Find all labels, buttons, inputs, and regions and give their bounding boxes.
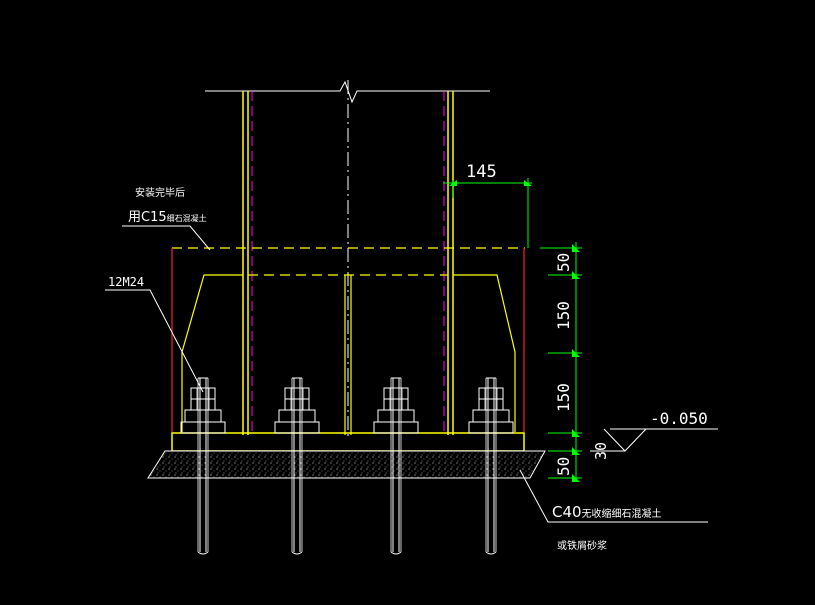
bolt-spec-leader xyxy=(105,289,204,393)
base-note-leader xyxy=(519,469,708,523)
stiffener-right xyxy=(453,274,516,432)
grout-note-line1: 安装完毕后 xyxy=(135,186,185,199)
column-web xyxy=(344,275,352,435)
grout-note-line2: 用C15细石混凝土 xyxy=(128,210,207,225)
elevation-marker xyxy=(590,428,718,452)
vertical-dimension-chain xyxy=(540,242,582,482)
dim-50-top: 50 xyxy=(554,253,573,272)
anchor-bolt xyxy=(468,377,514,555)
elevation-value: -0.050 xyxy=(650,409,708,428)
anchor-bolt xyxy=(274,377,320,555)
dim-50-bottom: 50 xyxy=(554,457,573,476)
column-flanges xyxy=(242,91,454,435)
base-note-secondary: 或铁屑砂浆 xyxy=(557,539,607,552)
concrete-foundation xyxy=(147,450,546,479)
anchor-bolt xyxy=(180,377,226,555)
anchor-bolt xyxy=(373,377,419,555)
hidden-lines xyxy=(251,91,445,435)
top-dimension xyxy=(443,178,532,248)
grout-note-leader xyxy=(122,225,211,251)
base-note-main: C40无收缩细石混凝土 xyxy=(552,503,662,521)
anchor-bolts xyxy=(180,377,514,555)
pedestal-outline xyxy=(171,248,525,432)
bolt-spec-label: 12M24 xyxy=(108,275,144,289)
stiffener-left xyxy=(181,274,243,432)
dim-150-lower: 150 xyxy=(554,383,573,412)
top-dimension-text: 145 xyxy=(466,162,497,182)
dim-150-upper: 150 xyxy=(554,301,573,330)
